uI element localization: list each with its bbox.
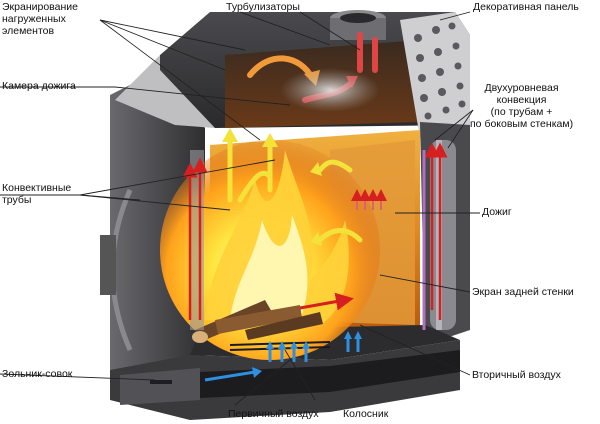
label-convection-tubes: Конвективные трубы <box>2 182 72 206</box>
logs <box>192 300 323 343</box>
right-convection-tube <box>430 140 456 330</box>
right-convection-arrows <box>424 142 448 320</box>
label-afterburn: Дожиг <box>482 206 512 218</box>
label-primary-air: Первичный воздух <box>228 408 319 420</box>
label-two-level-convection: Двухуровневая конвекция (по трубам + по … <box>470 82 574 130</box>
label-ash-pan: Зольник-совок <box>2 368 73 380</box>
secondary-air-arrow <box>299 292 354 311</box>
ash-pan-handle <box>150 380 172 384</box>
label-secondary-air: Вторичный воздух <box>472 369 561 381</box>
label-afterburn-chamber: Камера дожига <box>2 80 76 92</box>
chimney-flue-inner <box>340 13 376 23</box>
label-back-wall-screen: Экран задней стенки <box>472 286 574 298</box>
afterburn-arrows <box>351 189 387 210</box>
label-screening: Экранирование нагруженных элементов <box>2 1 78 37</box>
decorative-panel <box>400 12 470 138</box>
yellow-flow-arrows <box>227 137 363 243</box>
leader-lines <box>0 11 480 406</box>
label-grate: Колосник <box>343 408 389 420</box>
chimney-flue-body <box>330 18 386 40</box>
label-turbulators: Турбулизаторы <box>226 1 300 13</box>
left-side-panel <box>110 70 205 412</box>
decorative-panel-holes <box>414 22 466 120</box>
primary-air-arrow-heads <box>252 331 362 378</box>
door-hinge <box>100 235 116 295</box>
primary-air-arrows <box>204 338 360 382</box>
left-convection-tube <box>190 150 204 330</box>
smoke <box>280 68 380 112</box>
yellow-arrow-heads <box>222 128 322 246</box>
ash-pan <box>120 368 200 405</box>
label-decor-panel: Декоративная панель <box>473 1 579 13</box>
flame-core <box>230 215 308 320</box>
air-channel <box>200 350 460 398</box>
left-convection-arrows <box>182 157 208 320</box>
